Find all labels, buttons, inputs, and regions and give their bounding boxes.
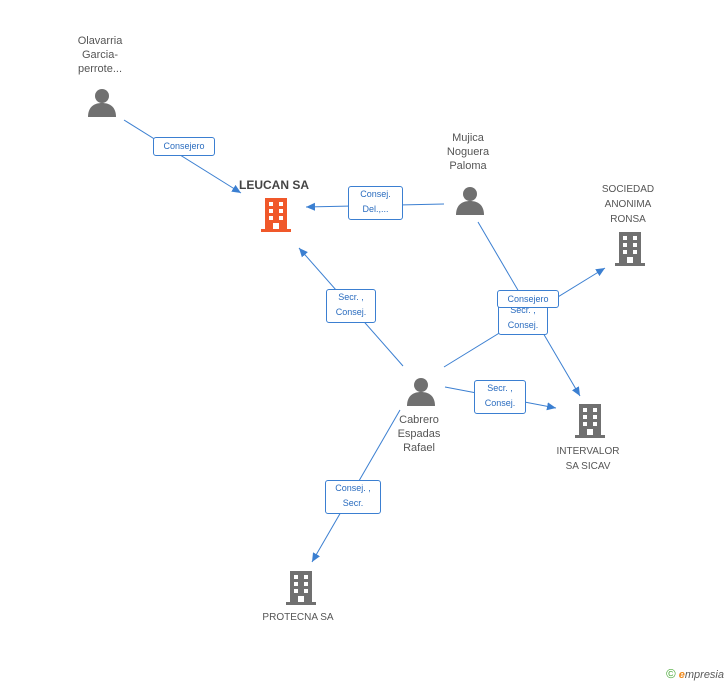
- brand-initial: e: [678, 669, 685, 681]
- copyright-icon: ©: [666, 666, 676, 681]
- edge-olavarria-leucan: [123, 119, 242, 194]
- role-box-cabrero-leucan[interactable]: Secr. , Consej.: [326, 289, 376, 323]
- node-label-cabrero[interactable]: Cabrero Espadas Rafael: [397, 414, 441, 454]
- person-icon[interactable]: [88, 89, 116, 117]
- role-box-olavarria-leucan[interactable]: Consejero: [153, 137, 215, 156]
- node-label-olavarria[interactable]: Olavarria Garcia- perrote...: [77, 35, 123, 75]
- role-box-mujica-leucan[interactable]: Consej. Del.,...: [348, 186, 403, 220]
- building-icon[interactable]: [575, 404, 605, 438]
- role-box-cabrero-protecna[interactable]: Consej. , Secr.: [325, 480, 381, 514]
- node-label-leucan[interactable]: LEUCAN SA: [238, 178, 309, 192]
- footer-brand: © empresia: [666, 666, 724, 681]
- building-icon[interactable]: [261, 198, 291, 232]
- node-label-ronsa[interactable]: SOCIEDAD ANONIMA RONSA: [601, 184, 655, 225]
- role-box-cabrero-intervalor[interactable]: Secr. , Consej.: [474, 380, 526, 414]
- node-label-intervalor[interactable]: INTERVALOR SA SICAV: [556, 446, 620, 472]
- role-box-cabrero-ronsa[interactable]: Consejero: [497, 290, 559, 308]
- node-label-protecna[interactable]: PROTECNA SA: [262, 612, 334, 623]
- node-label-mujica[interactable]: Mujica Noguera Paloma: [446, 132, 490, 172]
- brand-name: mpresia: [684, 669, 724, 681]
- building-icon[interactable]: [615, 232, 645, 266]
- person-icon[interactable]: [407, 378, 435, 406]
- person-icon[interactable]: [456, 187, 484, 215]
- building-icon[interactable]: [286, 571, 316, 605]
